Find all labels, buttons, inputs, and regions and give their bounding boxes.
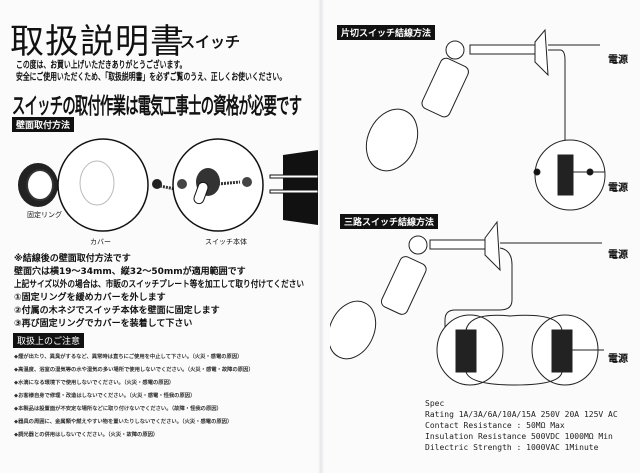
section-wall-mount: 壁面取付方法	[12, 117, 75, 132]
spec-insulation-resistance: Insulation Resistance 500VDC 1000MΩ Min	[425, 432, 613, 441]
power-label: 電源	[608, 183, 628, 194]
spec-contact-resistance: Contact Resistance : 50MΩ Max	[425, 421, 565, 430]
lamp-fixture-illustration	[365, 28, 549, 172]
cover-illustration	[57, 138, 149, 232]
power-label: 電源	[608, 250, 628, 261]
caution-item: ◆本製品は設置面が不安定な場所などに取り付けないでください。（故障・怪我の原因）	[14, 406, 222, 412]
spec-dielectric-strength: Dilectric Strength : 1000VAC 1Minute	[425, 443, 599, 452]
intro-line: 安全にご使用いただくため、「取扱説明書」を必ずご覧のうえ、正しくお使いください。	[16, 72, 287, 83]
mount-note: 上記サイズ以外の場合は、市販のスイッチプレート等を加工して取り付けてください	[14, 280, 305, 290]
spec-heading: Spec	[425, 399, 445, 408]
warning-banner: スイッチの取付作業は電気工事士の資格が必要です	[12, 92, 302, 120]
mount-step: ②付属の木ネジでスイッチ本体を壁面に固定します	[14, 306, 220, 316]
wiring-diagrams	[330, 28, 606, 386]
mount-step: ③再び固定リングでカバーを装着して下さい	[14, 319, 193, 329]
section-single-pole: 片切スイッチ結線方法	[337, 25, 436, 40]
ring-label: 固定リング	[27, 211, 62, 219]
caution-item: ◆水滴になる環境下で使用しないでください。（火災・感電の原因）	[14, 380, 175, 386]
mount-step: ①固定リングを緩めカバーを外します	[14, 293, 166, 303]
lamp-fixture-illustration-2	[330, 220, 501, 360]
switch-body-illustration	[172, 138, 264, 232]
mount-note: ※結線後の壁面取付方法です	[14, 254, 131, 264]
cover-label: カバー	[90, 238, 111, 246]
caution-item: ◆お客様自身で修理・改造はしないでください。（火災・感電・怪我の原因）	[14, 393, 196, 399]
power-label: 電源	[608, 55, 628, 66]
spec-rating: Rating 1A/3A/6A/10A/15A 250V 20A 125V AC	[425, 410, 618, 419]
page-subtitle: スイッチ	[180, 33, 241, 51]
wall-illustration	[269, 150, 318, 225]
mount-note: 壁面穴は横19～34mm、縦32～50mmが適用範囲です	[14, 267, 246, 277]
section-three-way: 三路スイッチ結線方法	[340, 214, 439, 229]
intro-line: この度は、お買い上げいただきありがとうございます。	[16, 60, 187, 71]
power-label: 電源	[608, 354, 628, 365]
page-title: 取扱説明書	[10, 22, 185, 62]
section-cautions: 取扱上のご注意	[13, 333, 85, 348]
wall-mount-diagram	[18, 138, 318, 232]
caution-item: ◆器具の周囲に、金属類や燃えやすい物を置いたりしないでください。（火災・感電の原…	[14, 419, 233, 425]
caution-item: ◆煙が出たり、異臭がするなど、異常時は直ちにご使用を中止して下さい。（火災・感電…	[14, 354, 243, 360]
switch-body-label: スイッチ本体	[205, 238, 247, 246]
ring-illustration	[18, 163, 58, 207]
single-switch-illustration	[533, 139, 606, 211]
page-fold	[318, 0, 324, 473]
caution-item: ◆調光器との併用はしないでください。（火災・故障の原因）	[14, 432, 159, 438]
caution-item: ◆高温度、浴室の湿気等の水や湿気の多い場所で使用しないでください。（火災・感電・…	[14, 367, 254, 373]
